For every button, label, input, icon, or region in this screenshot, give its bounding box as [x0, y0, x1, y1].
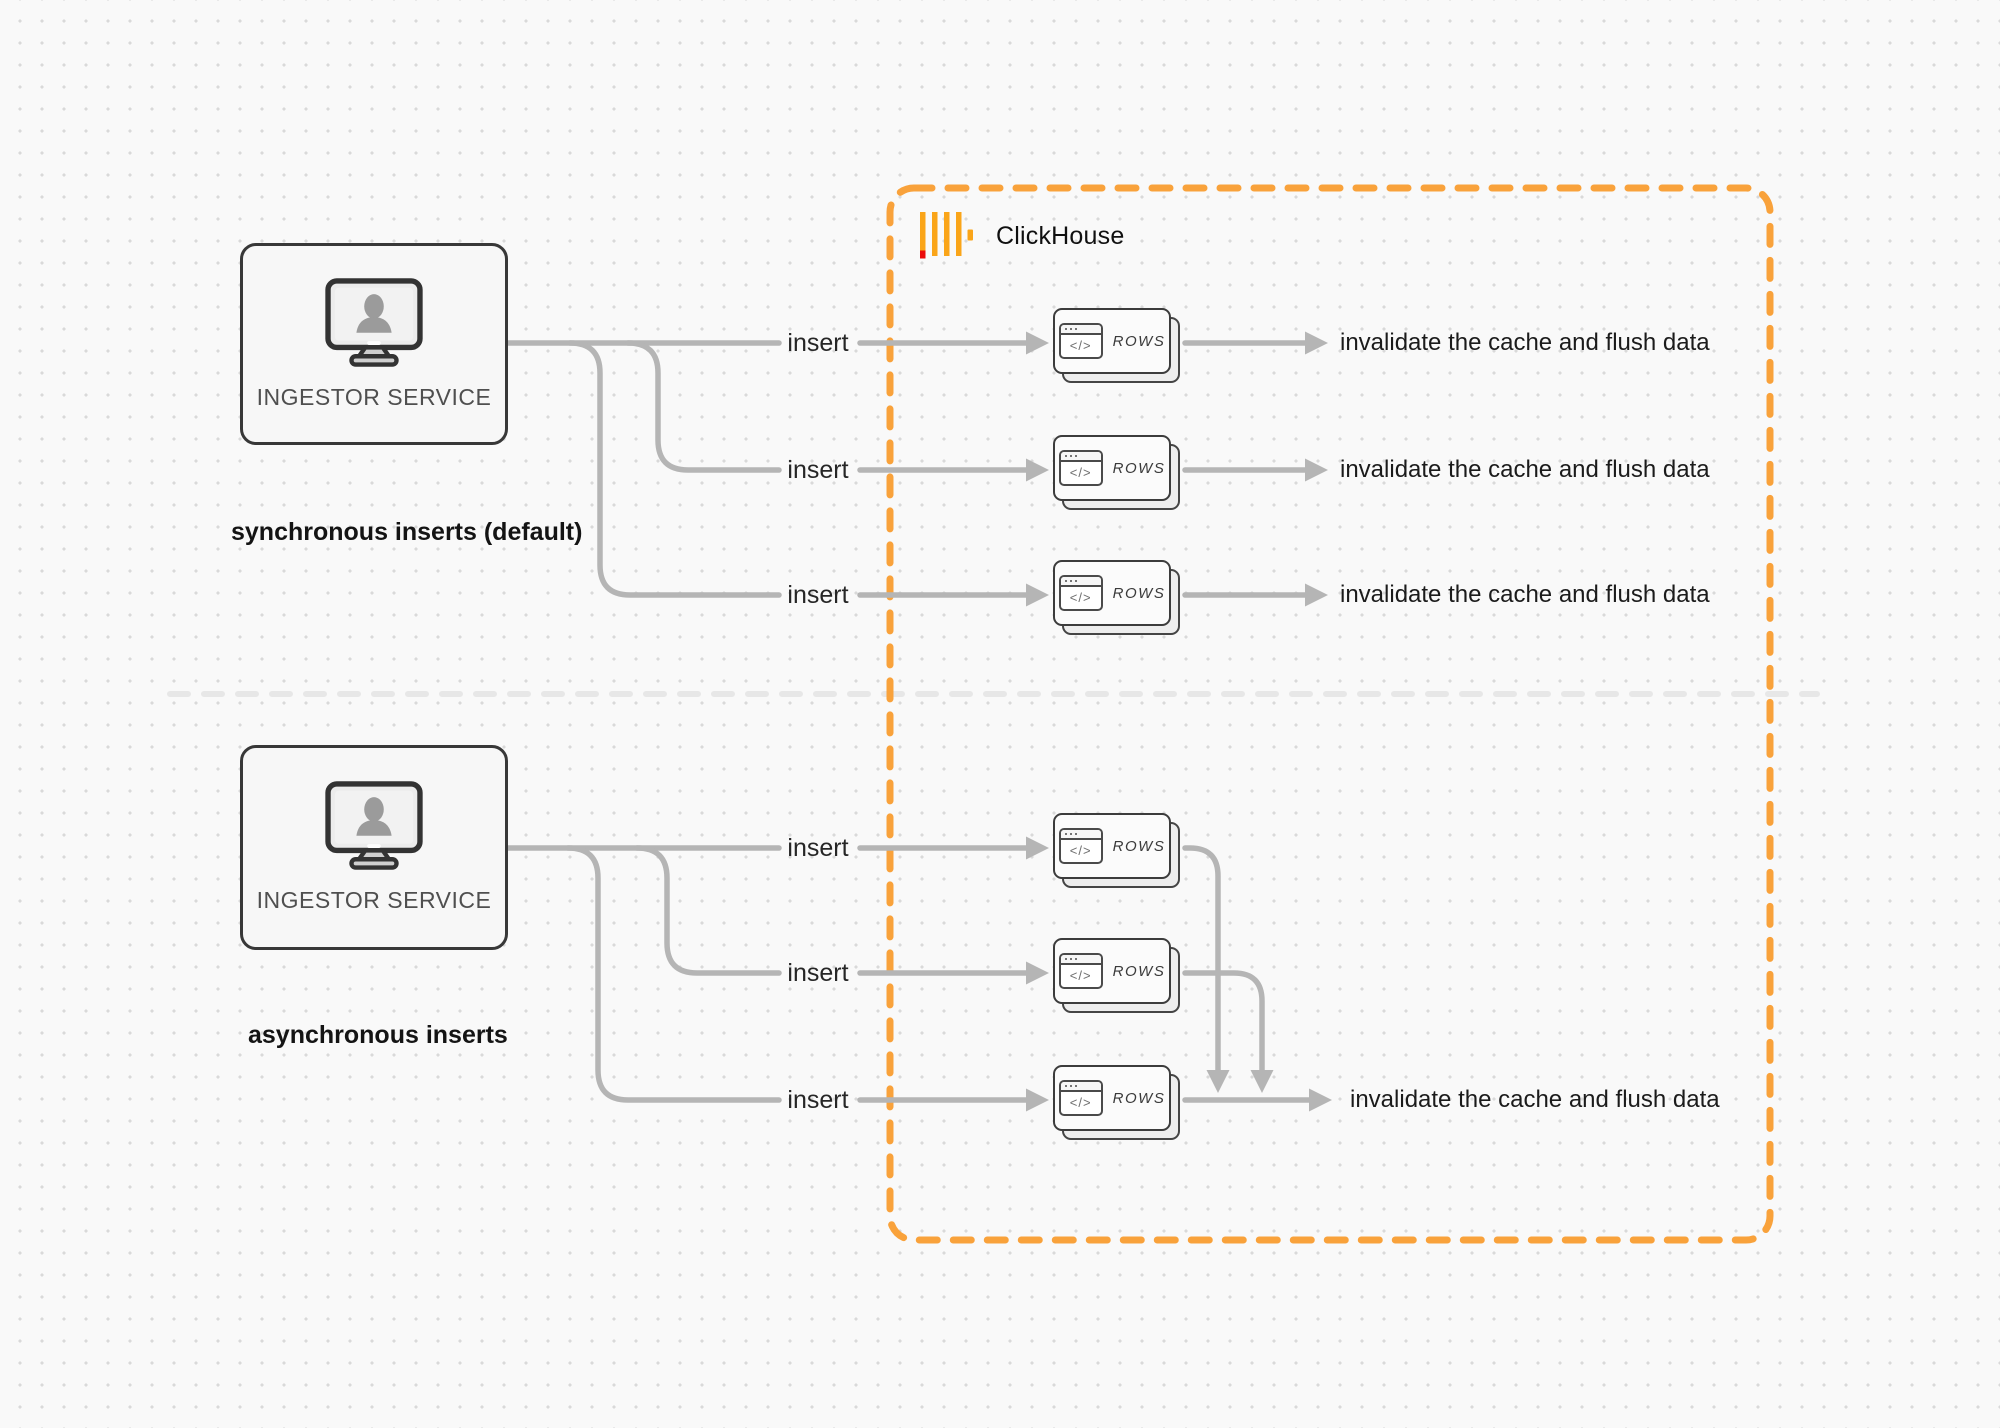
clickhouse-logo-icon	[920, 212, 973, 259]
ingestor-service-box-async: INGESTOR SERVICE	[240, 745, 508, 950]
code-glyph: </>	[1069, 465, 1092, 480]
code-window-icon: </>	[1058, 323, 1103, 359]
rows-label: ROWS	[1112, 584, 1166, 602]
connector-line	[625, 340, 782, 473]
rows-label: ROWS	[1112, 1089, 1166, 1107]
ingestor-service-label: INGESTOR SERVICE	[256, 383, 492, 410]
async-section-caption: asynchronous inserts	[248, 1021, 508, 1049]
card-front: </> ROWS	[1053, 308, 1171, 374]
result-label: invalidate the cache and flush data	[1340, 581, 1710, 608]
card-front: </> ROWS	[1053, 813, 1171, 879]
arrowhead-icon	[1026, 1088, 1049, 1112]
code-glyph: </>	[1069, 1095, 1092, 1110]
rows-label: ROWS	[1112, 332, 1166, 350]
monitor-user-icon	[325, 781, 423, 870]
rows-table-card: </> ROWS	[1053, 560, 1184, 638]
rows-table-card: </> ROWS	[1053, 435, 1184, 513]
monitor-user-icon	[325, 277, 423, 367]
code-window-icon: </>	[1058, 1080, 1103, 1116]
arrowhead-icon	[1026, 961, 1049, 985]
sync-section-caption: synchronous inserts (default)	[231, 518, 583, 546]
code-window-icon: </>	[1058, 953, 1103, 989]
result-label: invalidate the cache and flush data	[1350, 1086, 1720, 1113]
rows-label: ROWS	[1112, 837, 1166, 855]
arrowhead-icon	[1305, 458, 1328, 482]
code-glyph: </>	[1069, 843, 1092, 858]
sync-connectors	[505, 340, 1310, 598]
window-titlebar	[1060, 955, 1101, 965]
result-label: invalidate the cache and flush data	[1340, 456, 1710, 483]
connector-line	[634, 845, 782, 976]
code-glyph: </>	[1069, 968, 1092, 983]
insert-label: insert	[787, 581, 849, 609]
insert-label: insert	[787, 834, 849, 862]
ingestor-service-box-sync: INGESTOR SERVICE	[240, 243, 508, 445]
insert-label: insert	[787, 329, 849, 357]
connector-line	[567, 340, 782, 598]
code-window-icon: </>	[1058, 450, 1103, 486]
code-window-icon: </>	[1058, 575, 1103, 611]
insert-label: insert	[787, 456, 849, 484]
arrowhead-icon	[1026, 583, 1049, 607]
rows-table-card: </> ROWS	[1053, 938, 1184, 1016]
arrowhead-icon	[1305, 583, 1328, 607]
ingestor-service-label: INGESTOR SERVICE	[256, 887, 492, 913]
arrowhead-icon	[1206, 1070, 1230, 1093]
connector-line	[565, 845, 782, 1103]
arrowhead-icon	[1309, 1088, 1332, 1112]
window-titlebar	[1060, 577, 1101, 587]
async-connectors	[504, 845, 1314, 1103]
insert-label: insert	[787, 1086, 849, 1114]
rows-table-card: </> ROWS	[1053, 308, 1184, 386]
connector-line	[1182, 970, 1265, 1075]
window-titlebar	[1060, 830, 1101, 840]
rows-table-card: </> ROWS	[1053, 1065, 1184, 1143]
window-titlebar	[1060, 452, 1101, 462]
clickhouse-header: ClickHouse	[920, 212, 1124, 260]
card-front: </> ROWS	[1053, 938, 1171, 1004]
code-glyph: </>	[1069, 590, 1092, 605]
arrowhead-icon	[1026, 331, 1049, 355]
arrowhead-icon	[1026, 836, 1049, 860]
insert-label: insert	[787, 959, 849, 987]
arrowhead-icon	[1026, 458, 1049, 482]
result-label: invalidate the cache and flush data	[1340, 329, 1710, 356]
window-titlebar	[1060, 1082, 1101, 1092]
clickhouse-title: ClickHouse	[996, 221, 1125, 250]
card-front: </> ROWS	[1053, 560, 1171, 626]
window-titlebar	[1060, 325, 1101, 335]
card-front: </> ROWS	[1053, 1065, 1171, 1131]
arrowhead-icon	[1305, 331, 1328, 355]
rows-table-card: </> ROWS	[1053, 813, 1184, 891]
rows-label: ROWS	[1112, 962, 1166, 980]
code-glyph: </>	[1069, 338, 1092, 353]
code-window-icon: </>	[1058, 828, 1103, 864]
connector-line	[1182, 845, 1221, 1075]
card-front: </> ROWS	[1053, 435, 1171, 501]
arrowhead-icon	[1250, 1070, 1274, 1093]
rows-label: ROWS	[1112, 459, 1166, 477]
